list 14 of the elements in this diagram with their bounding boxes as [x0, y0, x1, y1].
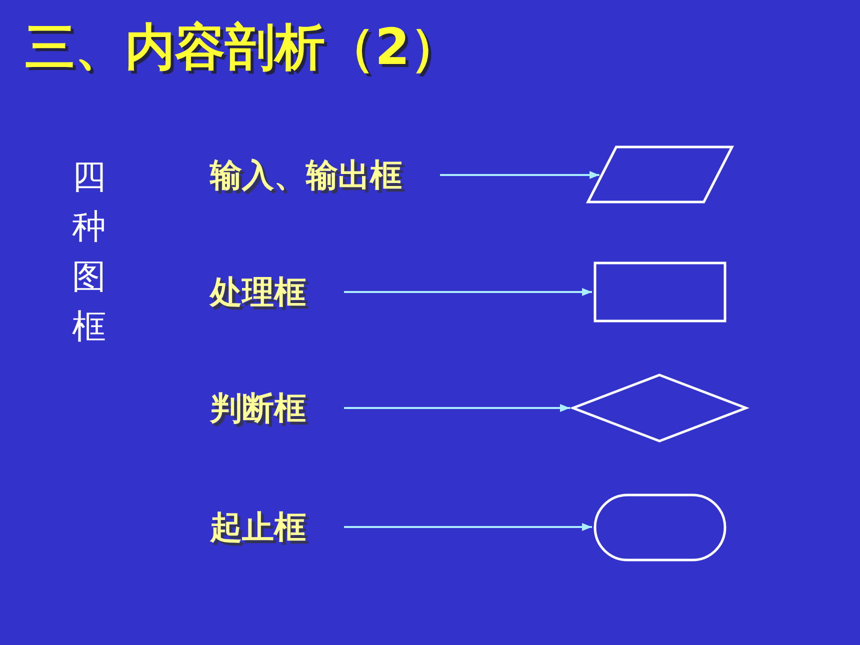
arrow — [344, 523, 592, 531]
io-parallelogram — [587, 146, 733, 203]
slide-title: 三、内容剖析（2） — [25, 17, 460, 78]
arrow — [344, 404, 570, 412]
shape-name-label: 判断框 — [210, 388, 306, 428]
vertical-label: 四种图框 — [71, 156, 107, 349]
decision-diamond — [572, 374, 747, 442]
terminal-shape — [594, 494, 726, 561]
process-box — [594, 262, 726, 322]
shape-name-label: 输入、输出框 — [210, 155, 402, 195]
shape-name-label: 处理框 — [210, 272, 306, 312]
arrow — [344, 288, 592, 296]
shape-name-label: 起止框 — [210, 507, 306, 547]
arrow — [440, 171, 600, 179]
